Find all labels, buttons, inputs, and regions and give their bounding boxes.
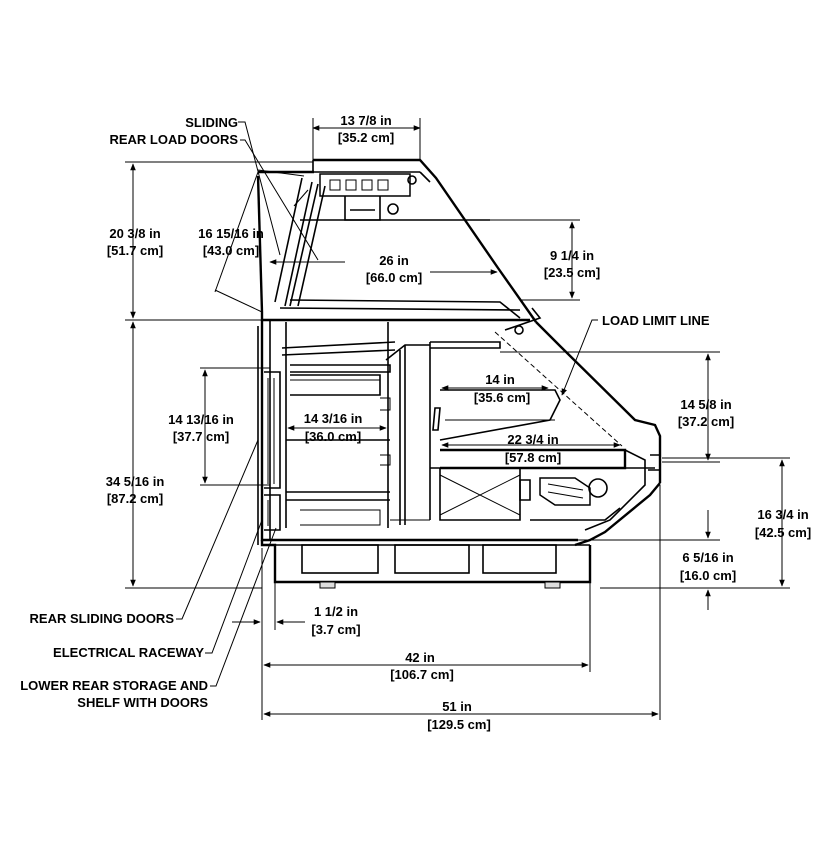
dimension-labels: 13 7/8 in [35.2 cm] 20 3/8 in [51.7 cm] …	[106, 113, 811, 732]
dim-lower-height: 34 5/16 in	[106, 474, 165, 489]
compressor-unit	[539, 477, 591, 506]
dim-front-height-metric: [37.2 cm]	[678, 414, 734, 429]
dim-overall-depth-metric: [129.5 cm]	[427, 717, 491, 732]
label-sliding: SLIDING	[185, 115, 238, 130]
canopy-light-fixture	[319, 173, 411, 197]
dim-front-glass-height-metric: [23.5 cm]	[544, 265, 600, 280]
dim-front-height: 14 5/8 in	[680, 397, 731, 412]
callout-labels: SLIDING REAR LOAD DOORS LOAD LIMIT LINE …	[20, 115, 710, 710]
dim-front-glass-height: 9 1/4 in	[550, 248, 594, 263]
dim-door-length-metric: [43.0 cm]	[203, 243, 259, 258]
dim-base-depth-metric: [106.7 cm]	[390, 667, 454, 682]
dim-lower-height-metric: [87.2 cm]	[107, 491, 163, 506]
dimension-lines	[125, 118, 790, 720]
dim-upper-depth: 26 in	[379, 253, 409, 268]
dim-storage-height-metric: [37.7 cm]	[173, 429, 229, 444]
dim-base-depth: 42 in	[405, 650, 435, 665]
label-rear-sliding-doors: REAR SLIDING DOORS	[30, 611, 175, 626]
label-shelf-with-doors: SHELF WITH DOORS	[77, 695, 208, 710]
dim-raceway-offset: 1 1/2 in	[314, 604, 358, 619]
dim-storage-depth-metric: [36.0 cm]	[305, 429, 361, 444]
dim-top-width-metric: [35.2 cm]	[338, 130, 394, 145]
dim-shelf-depth: 14 in	[485, 372, 515, 387]
label-lower-rear-storage: LOWER REAR STORAGE AND	[20, 678, 208, 693]
dim-shelf-depth-metric: [35.6 cm]	[474, 390, 530, 405]
dim-deck-height: 16 3/4 in	[757, 507, 808, 522]
label-electrical-raceway: ELECTRICAL RACEWAY	[53, 645, 204, 660]
dim-upper-height-metric: [51.7 cm]	[107, 243, 163, 258]
dim-top-width: 13 7/8 in	[340, 113, 391, 128]
callout-leaders	[176, 121, 598, 687]
dim-deck-height-metric: [42.5 cm]	[755, 525, 811, 540]
dim-storage-depth: 14 3/16 in	[304, 411, 363, 426]
dim-base-height-metric: [16.0 cm]	[680, 568, 736, 583]
dim-upper-depth-metric: [66.0 cm]	[366, 270, 422, 285]
dim-storage-height: 14 13/16 in	[168, 412, 234, 427]
label-load-limit-line: LOAD LIMIT LINE	[602, 313, 710, 328]
dim-deck-depth-metric: [57.8 cm]	[505, 450, 561, 465]
dim-deck-depth: 22 3/4 in	[507, 432, 558, 447]
dim-upper-height: 20 3/8 in	[109, 226, 160, 241]
dim-overall-depth: 51 in	[442, 699, 472, 714]
dim-door-length: 16 15/16 in	[198, 226, 264, 241]
dim-raceway-offset-metric: [3.7 cm]	[311, 622, 360, 637]
case-outline	[256, 158, 662, 589]
label-rear-load-doors: REAR LOAD DOORS	[109, 132, 238, 147]
dim-base-height: 6 5/16 in	[682, 550, 733, 565]
